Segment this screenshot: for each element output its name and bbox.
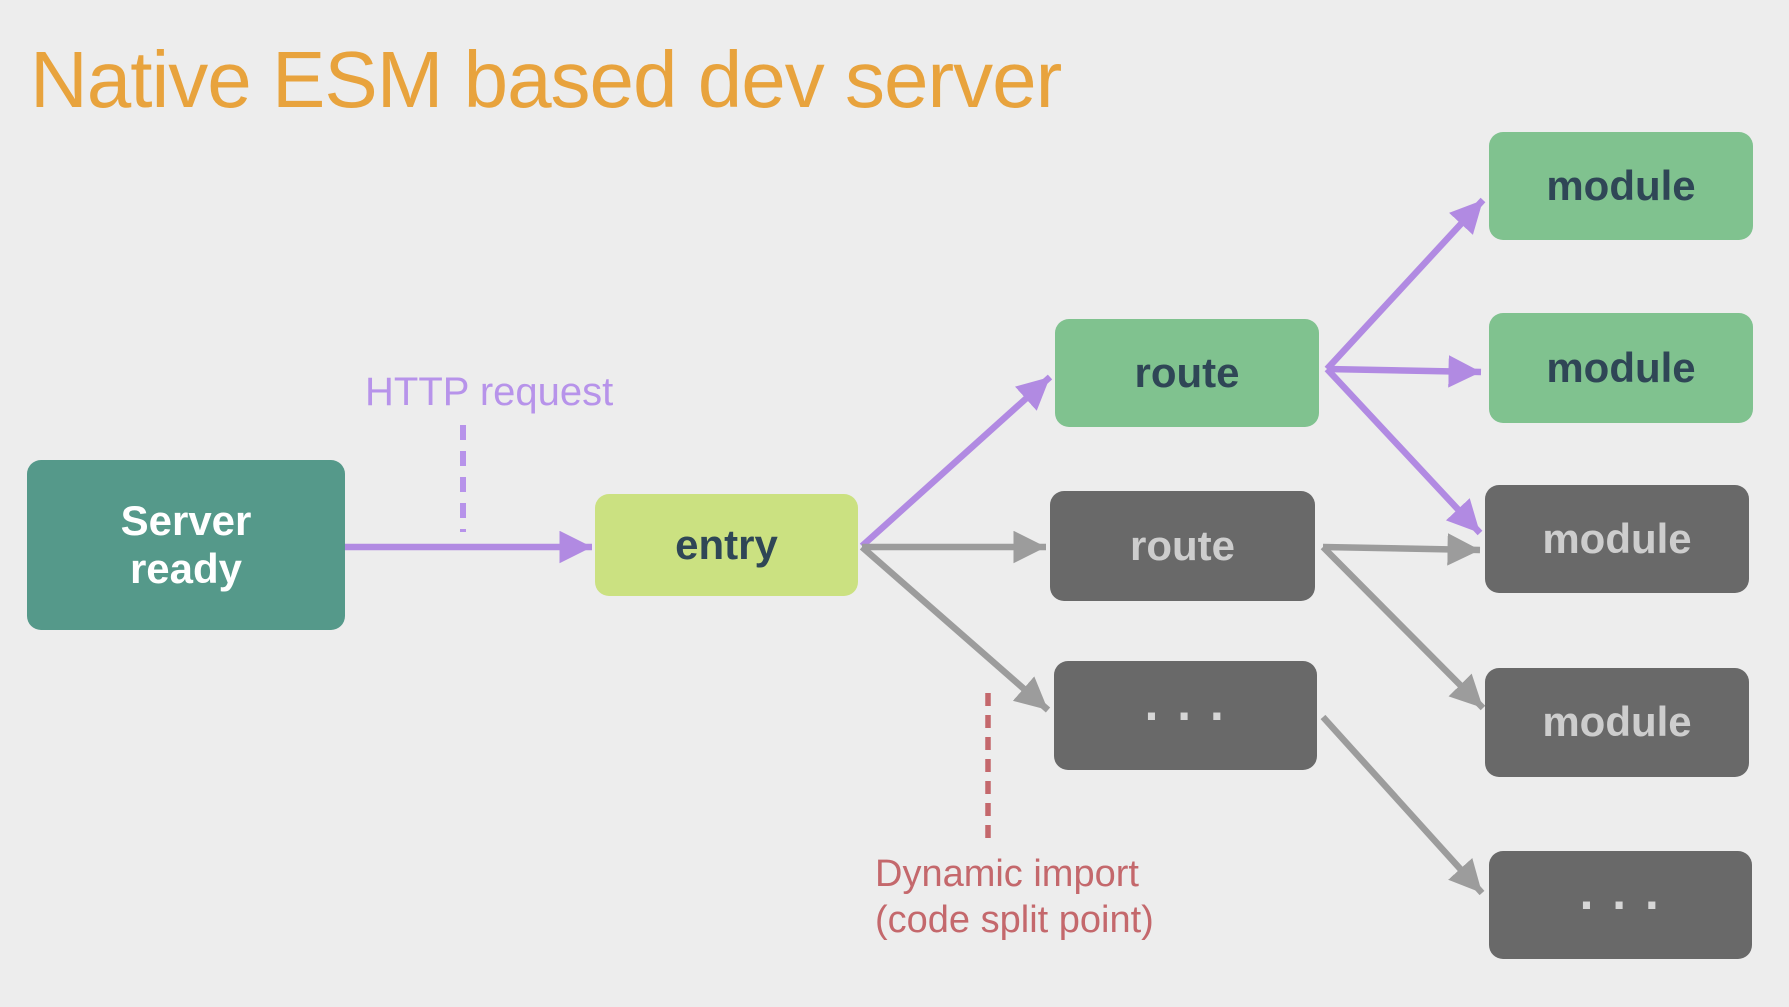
node-module-2-label: module <box>1546 343 1696 391</box>
node-route-gray: route <box>1050 491 1315 601</box>
edge-entry-to-route-green <box>859 374 1053 549</box>
node-module-3-label: module <box>1542 514 1692 562</box>
node-server-ready-label-line1: Server <box>120 496 252 544</box>
node-module-1: module <box>1489 132 1753 240</box>
node-route-gray-label: route <box>1130 521 1235 569</box>
node-more-routes: ··· <box>1054 661 1317 770</box>
edge-route-gray-to-module-4 <box>1320 544 1486 711</box>
edge-more-routes-to-more-modules <box>1320 714 1485 896</box>
edge-entry-to-more-routes <box>859 544 1051 713</box>
dynamic-import-label: Dynamic import (code split point) <box>875 852 1154 943</box>
edge-route-green-to-module-2 <box>1326 355 1482 388</box>
http-request-label-text: HTTP request <box>365 370 614 414</box>
node-server-ready-label-line2: ready <box>129 545 243 592</box>
node-route-green-label: route <box>1134 348 1240 396</box>
edge-route-gray-to-module-3 <box>1322 533 1481 566</box>
node-entry-label: entry <box>675 520 778 568</box>
node-module-2: module <box>1489 313 1753 423</box>
node-more-modules-label: ··· <box>1579 877 1678 933</box>
node-module-3: module <box>1485 485 1749 593</box>
dynamic-import-label-line2: (code split point) <box>875 898 1154 941</box>
node-module-4: module <box>1485 668 1749 777</box>
page-title: Native ESM based dev server <box>30 35 1062 124</box>
edge-route-green-to-module-1 <box>1324 197 1486 372</box>
node-more-routes-label: ··· <box>1144 687 1243 744</box>
dynamic-import-label-line1: Dynamic import <box>875 853 1139 895</box>
node-entry: entry <box>595 494 858 596</box>
edge-route-green-to-module-3 <box>1324 366 1483 536</box>
node-server-ready: Server ready <box>27 460 345 630</box>
node-more-modules: ··· <box>1489 851 1752 959</box>
http-request-label: HTTP request <box>365 368 613 416</box>
node-module-4-label: module <box>1542 698 1692 746</box>
node-module-1-label: module <box>1546 161 1696 209</box>
node-route-green: route <box>1055 319 1319 427</box>
